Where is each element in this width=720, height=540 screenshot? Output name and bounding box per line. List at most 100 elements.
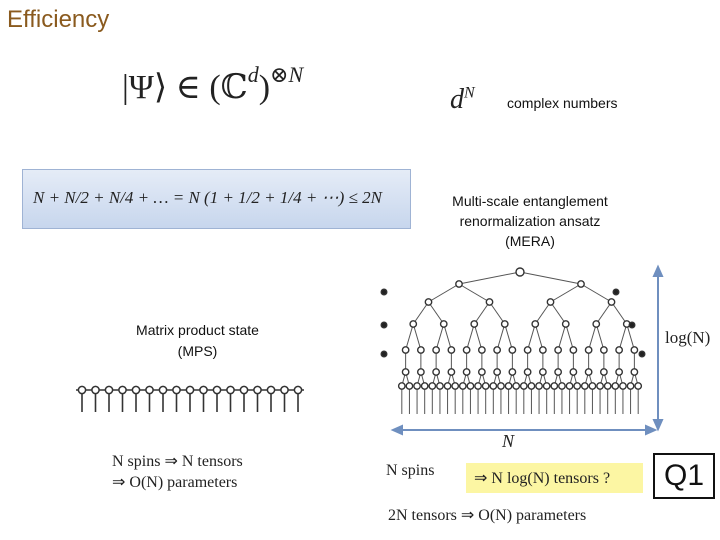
mera-tensor-node xyxy=(474,382,482,390)
mera-tensor-node xyxy=(561,320,570,328)
mera-tensor-node xyxy=(481,382,490,390)
mera-diagram xyxy=(380,264,664,436)
mera-tensor-node xyxy=(619,382,627,390)
mera-tensor-node xyxy=(493,368,502,376)
mera-tensor-node xyxy=(462,346,471,354)
mera-tensor-node xyxy=(615,368,624,376)
mera-caption-line3: (MERA) xyxy=(505,233,555,249)
mera-tensor-node xyxy=(599,346,608,354)
mera-tensor-node xyxy=(413,382,421,390)
mps-diagram xyxy=(76,385,304,412)
mera-tensor-node xyxy=(497,382,505,390)
mera-tensor-node xyxy=(493,346,502,354)
mps-tensor-node xyxy=(172,385,181,395)
mps-tensor-node xyxy=(212,385,222,395)
mera-boundary-node xyxy=(380,350,388,358)
mera-boundary-node xyxy=(628,321,636,329)
dimension-base: d xyxy=(450,84,464,115)
mps-tensor-node xyxy=(239,385,249,395)
mera-tensor-node xyxy=(485,298,494,306)
question-box: Q1 xyxy=(653,453,715,499)
mera-tensor-count: ⇒ N log(N) tensors ? xyxy=(474,470,611,487)
mera-tensor-node xyxy=(447,346,456,354)
mera-tensor-node xyxy=(626,382,635,390)
mera-tensor-node xyxy=(550,382,559,390)
mera-tensor-node xyxy=(512,382,521,390)
mera-tensor-node xyxy=(569,368,578,376)
mera-tensor-node xyxy=(432,346,441,354)
mera-tensor-node xyxy=(416,368,425,376)
mps-tensor-node xyxy=(91,385,100,395)
mps-tensor-node xyxy=(185,385,195,395)
mera-tensor-node xyxy=(500,320,509,328)
mera-tensor-node xyxy=(458,382,467,390)
mps-tensor-node xyxy=(266,385,276,395)
mera-tensor-node xyxy=(554,346,563,354)
mera-tensor-node xyxy=(470,320,479,328)
mps-chain xyxy=(76,385,304,412)
mps-tensor-node xyxy=(253,385,262,395)
slide-title: Efficiency xyxy=(7,6,110,33)
mps-caption-line2: (MPS) xyxy=(177,343,218,359)
mera-tensor-node xyxy=(508,368,517,376)
close-paren: ) xyxy=(258,69,271,106)
mera-caption: Multi-scale entanglement renormalization… xyxy=(430,191,630,251)
hilbert-space-equation: |Ψ⟩ ∈ (ℂd)⊗N xyxy=(122,62,303,107)
mera-tensor-node xyxy=(554,368,563,376)
mera-network-lines xyxy=(401,271,639,414)
mera-tensor-node xyxy=(462,368,471,376)
mera-tensor-node xyxy=(519,382,528,390)
mps-parameters: ⇒ O(N) parameters xyxy=(112,474,238,491)
complex-numbers-label: complex numbers xyxy=(507,95,618,111)
mera-tensor-node xyxy=(401,346,410,354)
mps-tensor-node xyxy=(158,385,168,395)
mera-tensor-node xyxy=(607,298,616,306)
mera-tensor-node xyxy=(447,368,456,376)
mps-tensor-node xyxy=(131,385,141,395)
mera-tensor-node xyxy=(596,382,604,390)
mera-tensor-node xyxy=(580,382,589,390)
mps-spins-to-tensors: N spins ⇒ N tensors xyxy=(112,453,243,470)
mera-tensor-node xyxy=(577,280,585,288)
mera-tensor-node xyxy=(436,382,444,390)
mera-tensor-node xyxy=(432,368,441,376)
mera-network-nodes xyxy=(380,267,646,390)
mera-tensor-node xyxy=(443,382,452,390)
mera-tensor-node xyxy=(508,346,517,354)
tensor-power: ⊗N xyxy=(270,62,304,87)
mps-caption: Matrix product state (MPS) xyxy=(115,320,280,362)
mera-tensor-node xyxy=(477,368,486,376)
mera-tensor-node xyxy=(569,346,578,354)
mps-tensor-node xyxy=(293,385,303,395)
mera-tensor-node xyxy=(615,346,624,354)
mps-tensor-node xyxy=(226,385,235,395)
height-arrow xyxy=(652,264,664,432)
mera-boundary-node xyxy=(380,288,388,296)
mera-tensor-node xyxy=(455,280,463,288)
mera-tensor-node xyxy=(424,298,433,306)
mera-tensor-node xyxy=(611,382,620,390)
mera-tensor-count-box: ⇒ N log(N) tensors ? xyxy=(466,463,643,493)
height-label: log(N) xyxy=(665,328,711,347)
mera-tensor-node xyxy=(420,382,429,390)
mps-tensor-node xyxy=(145,385,154,395)
mera-tensor-node xyxy=(599,368,608,376)
mera-tensor-node xyxy=(504,382,513,390)
mera-tensor-node xyxy=(565,382,574,390)
mera-spins-label: N spins xyxy=(386,462,435,479)
width-label: N xyxy=(502,431,515,451)
mera-caption-line1: Multi-scale entanglement xyxy=(452,193,608,209)
mera-tensor-node xyxy=(401,368,410,376)
mera-tensor-node xyxy=(523,368,532,376)
psi-expression: |Ψ⟩ ∈ (ℂ xyxy=(122,69,248,106)
mera-tensor-node xyxy=(405,382,414,390)
mera-boundary-node xyxy=(638,350,646,358)
mera-boundary-node xyxy=(380,321,388,329)
mera-boundary-node xyxy=(612,288,620,296)
mera-tensor-node xyxy=(538,346,547,354)
mera-tensor-node xyxy=(428,382,437,390)
mps-caption-line1: Matrix product state xyxy=(136,322,259,338)
width-arrow xyxy=(390,424,658,436)
mera-tensor-node xyxy=(466,382,475,390)
geometric-series-box: N + N/2 + N/4 + … = N (1 + 1/2 + 1/4 + ⋯… xyxy=(22,169,411,229)
